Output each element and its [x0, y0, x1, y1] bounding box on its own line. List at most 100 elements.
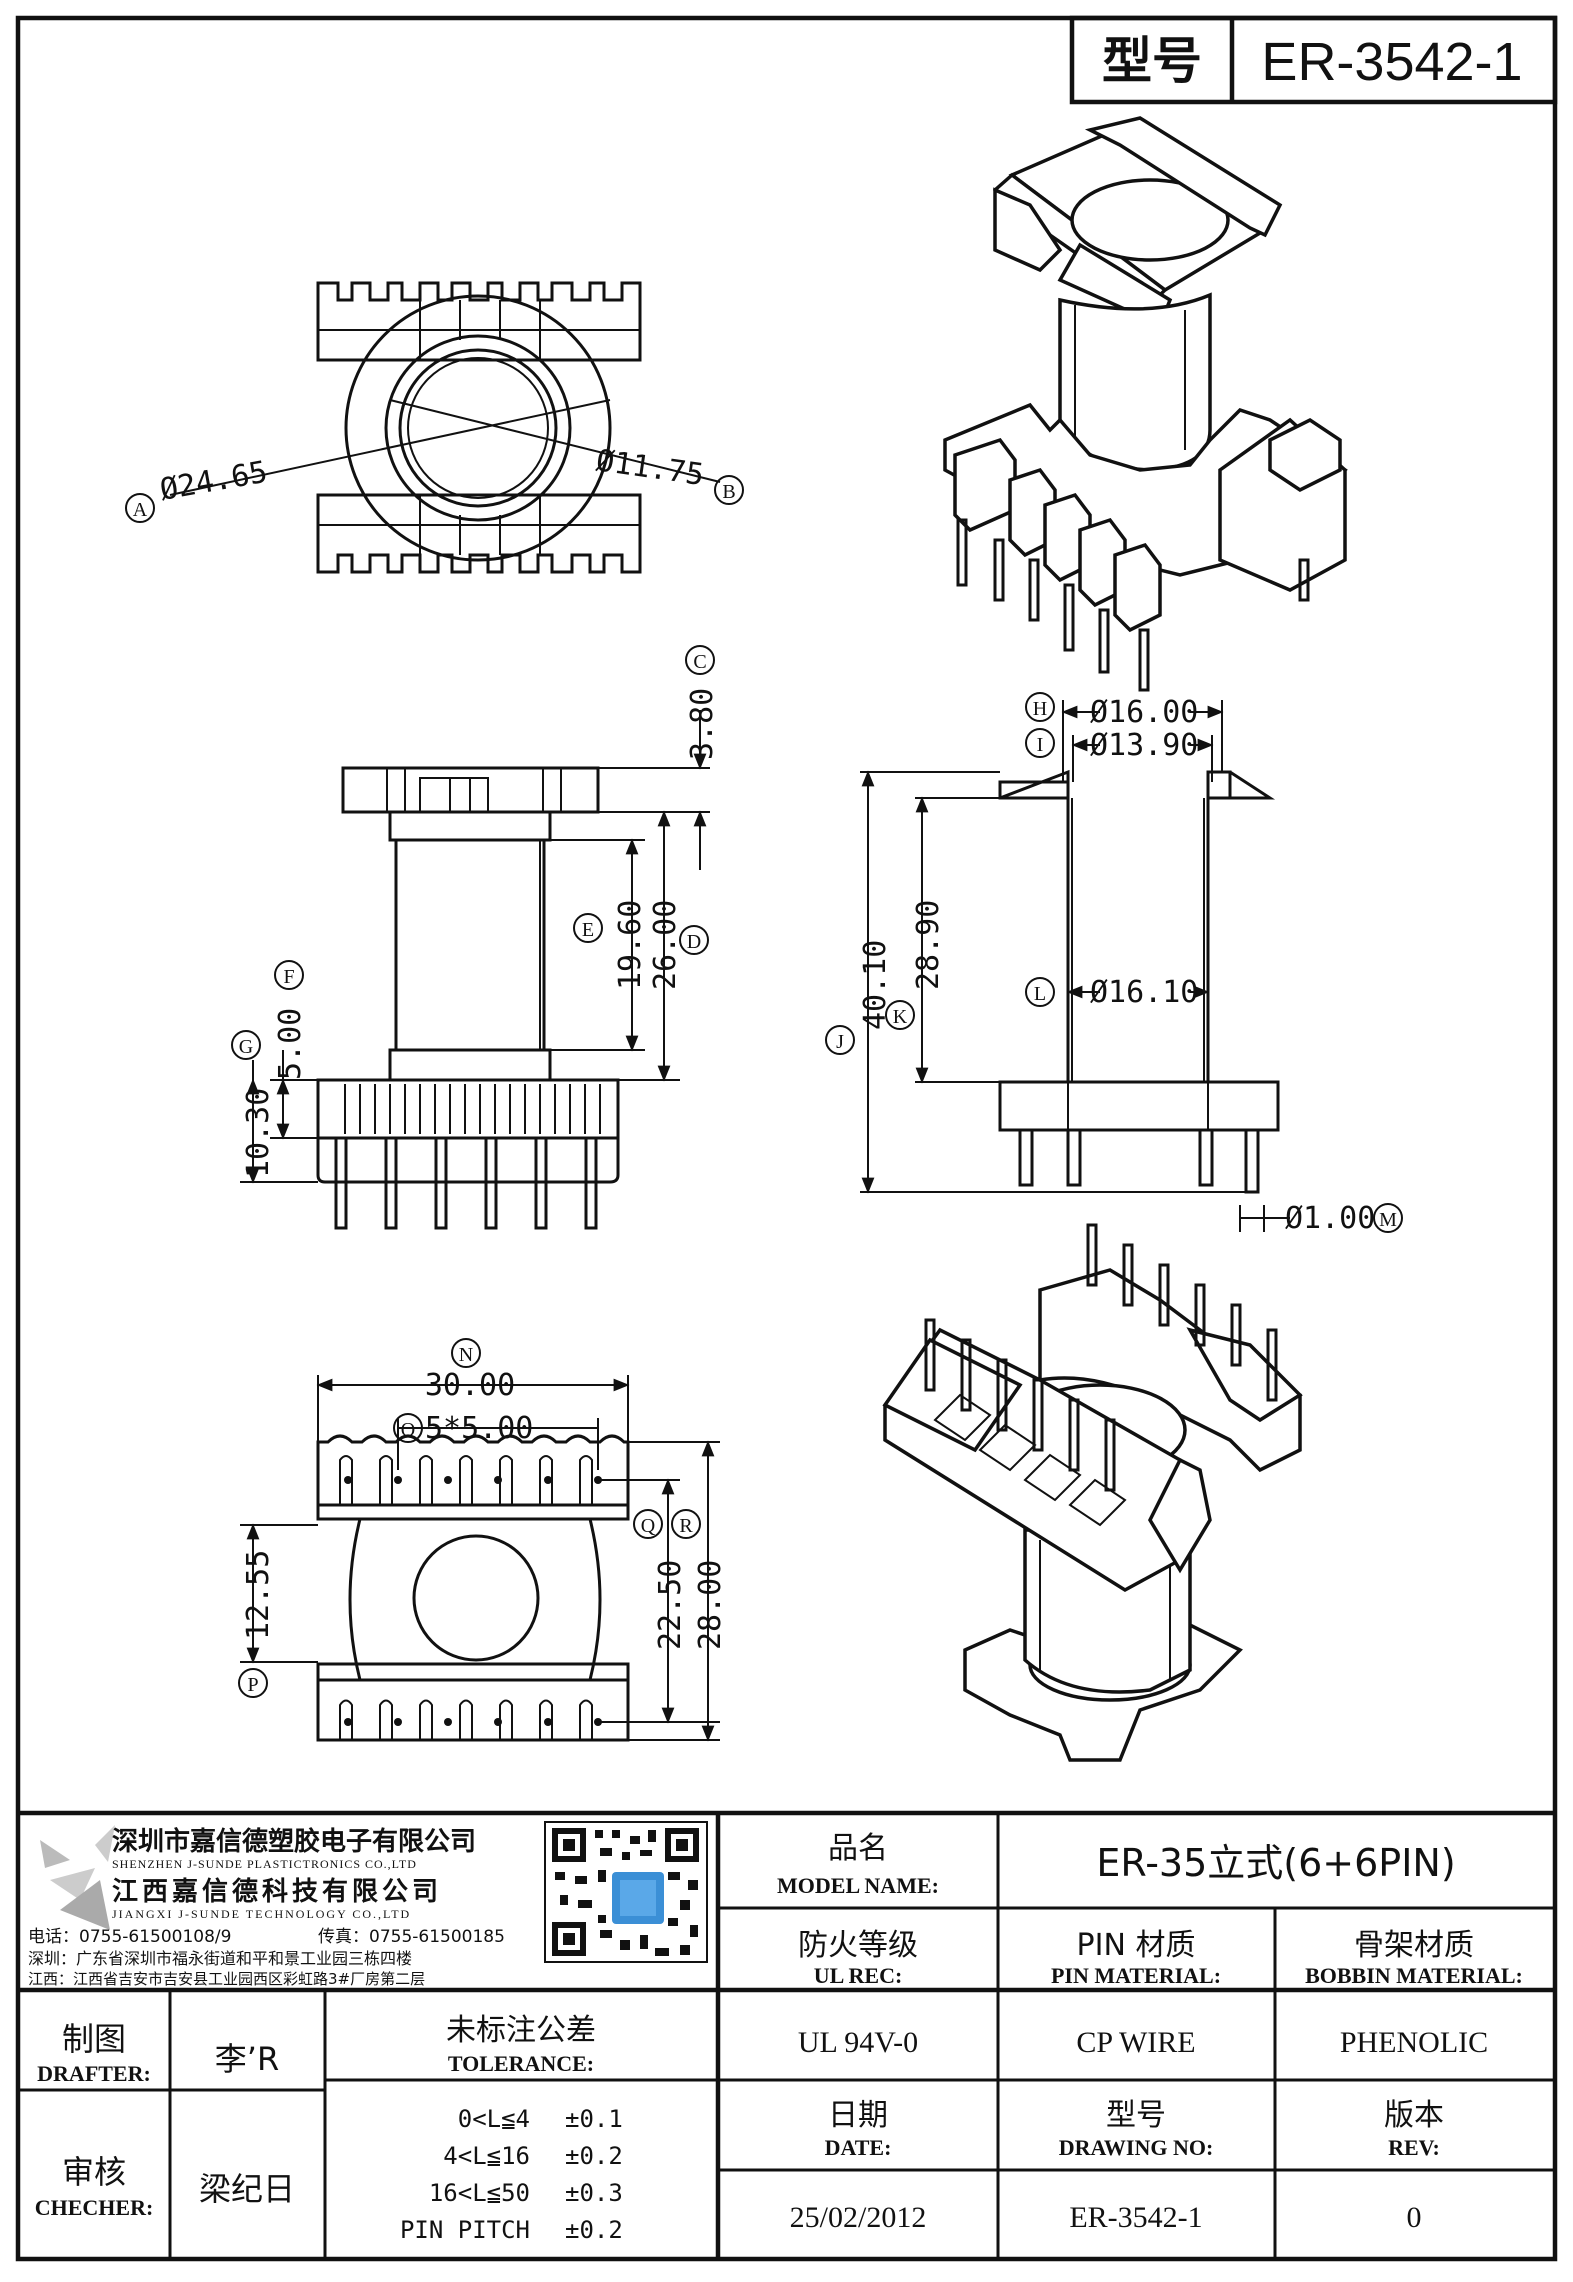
- checker-en: CHECHER:: [35, 2195, 154, 2220]
- dim-16-00: Ø16.00: [1090, 695, 1198, 730]
- model-name-en: MODEL NAME:: [777, 1873, 939, 1898]
- label-O-text: O: [401, 1419, 415, 1441]
- iso-view-bottom: [882, 1223, 1303, 1762]
- sheet-border: [15, 15, 1558, 2262]
- label-I: [1025, 728, 1055, 758]
- label-A: [125, 493, 155, 523]
- company-address-jx: 江西：江西省吉安市吉安县工业园西区彩虹路3#厂房第二层: [28, 1970, 425, 1988]
- drawing-no-en: DRAWING NO:: [1059, 2135, 1214, 2160]
- dim-22-50: 22.50: [653, 1560, 688, 1650]
- date-en: DATE:: [825, 2135, 892, 2160]
- tolerance-cn: 未标注公差: [446, 2013, 596, 2048]
- date-cn: 日期: [828, 2098, 888, 2133]
- company-name-en-2: JIANGXI J-SUNDE TECHNOLOGY CO.,LTD: [112, 1907, 411, 1921]
- label-M: [1373, 1203, 1403, 1233]
- ul-value: UL 94V-0: [798, 2026, 918, 2059]
- label-N-text: N: [459, 1344, 473, 1366]
- label-L: [1025, 977, 1055, 1007]
- top-view: A Ø24.65 Ø11.75 B: [125, 281, 744, 574]
- company-logo: [40, 1825, 115, 1930]
- dim-12-55: 12.55: [241, 1550, 276, 1640]
- company-phone: 电话：0755-61500108/9: [28, 1927, 231, 1947]
- label-G-text: G: [239, 1036, 253, 1058]
- label-N: [451, 1338, 481, 1368]
- dim-13-90: Ø13.90: [1090, 728, 1198, 763]
- label-M-text: M: [1379, 1209, 1397, 1231]
- qr-code: [544, 1821, 708, 1963]
- label-K-text: K: [893, 1006, 908, 1028]
- tolerance-table: 0<L≦4 ±0.1 4<L≦16 ±0.2 16<L≦50 ±0.3 PIN …: [400, 2105, 623, 2244]
- dim-outer-diameter: Ø24.65: [157, 455, 270, 508]
- pin-material-en: PIN MATERIAL:: [1051, 1963, 1221, 1988]
- dim-pin-diameter: Ø1.00: [1285, 1201, 1375, 1236]
- label-B-text: B: [722, 481, 735, 503]
- label-R-text: R: [679, 1515, 693, 1537]
- label-J: [825, 1025, 855, 1055]
- rev-en: REV:: [1388, 2135, 1440, 2160]
- label-O: [393, 1413, 423, 1443]
- company-fax: 传真：0755-61500185: [318, 1927, 505, 1947]
- dim-inner-diameter: Ø11.75: [594, 443, 706, 493]
- label-E: [573, 913, 603, 943]
- dim-5-00: 5.00: [273, 1008, 308, 1080]
- tolerance-value: ±0.3: [565, 2179, 623, 2207]
- date-value: 25/02/2012: [790, 2201, 927, 2234]
- tolerance-range: 4<L≦16: [443, 2142, 530, 2170]
- tolerance-en: TOLERANCE:: [448, 2051, 594, 2076]
- ul-en: UL REC:: [814, 1963, 903, 1988]
- drafter-value: 李’R: [215, 2040, 279, 2078]
- label-J-text: J: [836, 1031, 844, 1053]
- label-D-text: D: [687, 931, 701, 953]
- dim-40-10: 40.10: [858, 940, 893, 1030]
- drafter-en: DRAFTER:: [37, 2061, 151, 2086]
- label-G: [231, 1030, 261, 1060]
- iso-view-top: [943, 116, 1348, 692]
- dim-26-00: 26.00: [648, 900, 683, 990]
- dim-16-10: Ø16.10: [1090, 975, 1198, 1010]
- bobbin-material-value: PHENOLIC: [1340, 2026, 1488, 2059]
- header-model-value: ER-3542-1: [1261, 32, 1522, 92]
- label-E-text: E: [582, 919, 594, 941]
- label-A-text: A: [133, 499, 148, 521]
- tolerance-range: 16<L≦50: [429, 2179, 530, 2207]
- ul-cn: 防火等级: [798, 1928, 918, 1963]
- bobbin-material-cn: 骨架材质: [1354, 1928, 1474, 1963]
- dim-19-60: 19.60: [613, 900, 648, 990]
- company-name-cn-1: 深圳市嘉信德塑胶电子有限公司: [112, 1826, 476, 1857]
- dim-28-00: 28.00: [693, 1560, 728, 1650]
- pin-material-cn: PIN 材质: [1077, 1928, 1196, 1963]
- label-Q-text: Q: [641, 1515, 656, 1537]
- drawing-no-cn: 型号: [1106, 2098, 1166, 2133]
- rev-value: 0: [1407, 2201, 1422, 2234]
- section-view: H Ø16.00 I Ø13.90 L Ø16.10 40.10 28.90 J…: [825, 692, 1403, 1236]
- dim-3-80: 3.80: [685, 688, 720, 760]
- tolerance-range: PIN PITCH: [400, 2216, 530, 2244]
- dim-pitch: 5*5.00: [425, 1411, 533, 1446]
- label-P-text: P: [247, 1674, 258, 1696]
- header-model-box: 型号 ER-3542-1: [1069, 15, 1558, 105]
- label-B: [714, 475, 744, 505]
- company-name-en-1: SHENZHEN J-SUNDE PLASTICTRONICS CO.,LTD: [112, 1857, 417, 1871]
- drawing-no-value: ER-3542-1: [1069, 2201, 1202, 2234]
- label-Q: [633, 1509, 663, 1539]
- side-view: C 3.80 19.60 26.00 E D F 5.00 G 10.30: [231, 645, 720, 1230]
- label-C-text: C: [693, 651, 706, 673]
- label-F-text: F: [283, 966, 294, 988]
- label-L-text: L: [1034, 983, 1046, 1005]
- header-model-label: 型号: [1102, 32, 1202, 90]
- bobbin-material-en: BOBBIN MATERIAL:: [1305, 1963, 1523, 1988]
- label-R: [671, 1509, 701, 1539]
- checker-value: 梁纪日: [199, 2170, 295, 2208]
- label-I-text: I: [1037, 734, 1044, 756]
- label-K: [885, 1000, 915, 1030]
- label-P: [238, 1668, 268, 1698]
- rev-cn: 版本: [1384, 2098, 1444, 2133]
- tolerance-range: 0<L≦4: [458, 2105, 530, 2133]
- bottom-view: N 30.00 O 5*5.00 12.55 P Q R 22.50 28.00: [238, 1338, 728, 1742]
- tolerance-value: ±0.2: [565, 2216, 623, 2244]
- company-name-cn-2: 江西嘉信德科技有限公司: [112, 1877, 442, 1907]
- label-H: [1025, 692, 1055, 722]
- dim-30-00: 30.00: [425, 1368, 515, 1403]
- tolerance-value: ±0.1: [565, 2105, 623, 2133]
